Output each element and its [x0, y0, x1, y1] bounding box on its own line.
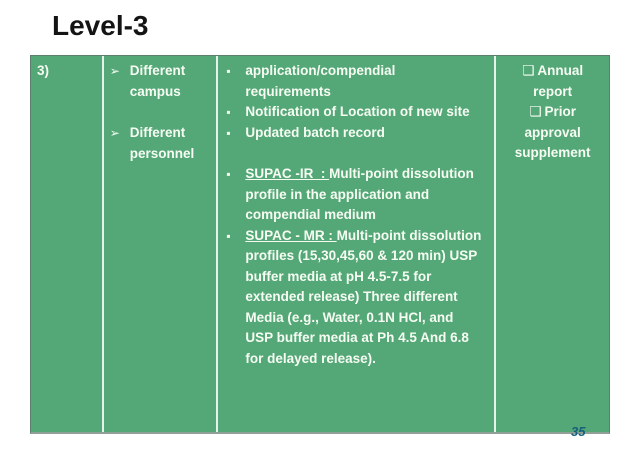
requirement-label: Updated batch record [245, 124, 385, 140]
square-bullet-icon: ▪ [226, 228, 231, 243]
list-item: ❑Prior approval supplement [504, 102, 601, 164]
square-bullet-icon: ▪ [226, 167, 231, 181]
square-bullet-icon: ▪ [226, 125, 231, 140]
requirement-label: application/compendial requirements [245, 63, 396, 99]
change-label: Different personnel [129, 125, 195, 161]
arrow-bullet-icon: ➢ [109, 64, 120, 78]
supac-mr-detail: Multi-point dissolution profiles (15,30,… [245, 227, 482, 366]
checkbox-icon: ❑ [522, 63, 535, 78]
supac-mr-heading: SUPAC - MR : [245, 227, 337, 243]
table-cell-row-number: 3) [31, 56, 104, 432]
requirement-label: Notification of Location of new site [245, 104, 470, 119]
arrow-bullet-icon: ➢ [109, 126, 120, 140]
list-item: ➢ Different personnel [110, 123, 213, 164]
supac-ir-text: SUPAC -IR : Multi-point dissolution prof… [245, 164, 482, 226]
filing-label: Annual report [533, 63, 584, 99]
checkbox-icon: ❑ [529, 104, 542, 119]
table-cell-changes: ➢ Different campus ➢ Different personnel [104, 56, 219, 432]
list-item: ▪ application/compendial requirements [226, 61, 482, 102]
change-label: Different campus [129, 63, 186, 99]
page-number: 35 [571, 424, 586, 439]
table-cell-requirements: ▪ application/compendial requirements ▪ … [218, 56, 497, 432]
square-bullet-icon: ▪ [226, 64, 231, 78]
list-item: ▪ Updated batch record [226, 123, 482, 144]
page-title: Level-3 [52, 10, 149, 41]
supac-ir-heading: SUPAC -IR : [245, 166, 330, 181]
list-item: ▪ SUPAC -IR : Multi-point dissolution pr… [226, 164, 482, 226]
supac-mr-text: SUPAC - MR : Multi-point dissolution pro… [245, 226, 482, 370]
supac-ir-detail: Multi-point dissolution profile in the a… [245, 166, 474, 222]
list-item: ▪ Notification of Location of new site [226, 102, 482, 123]
list-item: ▪ SUPAC - MR : Multi-point dissolution p… [226, 226, 482, 370]
square-bullet-icon: ▪ [226, 105, 231, 119]
level3-change-table: 3) ➢ Different campus ➢ Different person… [30, 55, 610, 434]
table-cell-filing: ❑Annual report ❑Prior approval supplemen… [496, 56, 609, 432]
row-number-label: 3) [37, 63, 50, 78]
filing-label: Prior approval supplement [514, 104, 591, 160]
list-item: ➢ Different campus [110, 61, 213, 102]
list-item: ❑Annual report [504, 61, 601, 102]
